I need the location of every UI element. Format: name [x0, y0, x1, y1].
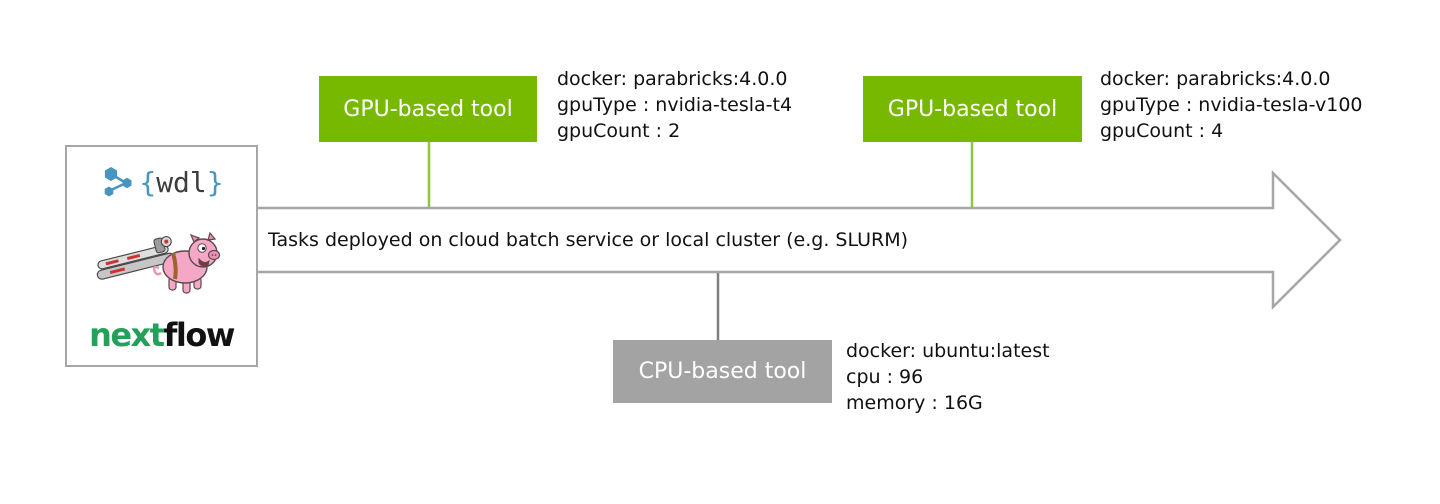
- annotation-line-gpucount: gpuCount : 4: [1100, 120, 1224, 142]
- gpu-tool-box-1-label: GPU-based tool: [343, 96, 513, 122]
- gpu-tool-box-1: GPU-based tool: [319, 76, 537, 142]
- annotation-line-gpucount: gpuCount : 2: [557, 120, 681, 142]
- wdl-logo: {wdl}: [99, 163, 224, 201]
- wdl-brace-left: {: [139, 165, 157, 199]
- gpu-tool-1-annotation: docker: parabricks:4.0.0 gpuType : nvidi…: [557, 66, 792, 144]
- annotation-line-memory: memory : 16G: [846, 392, 983, 414]
- nextflow-logo: nextflow: [89, 316, 235, 354]
- wdl-hexagon-icon: [105, 167, 132, 197]
- gpu-tool-2-annotation: docker: parabricks:4.0.0 gpuType : nvidi…: [1100, 66, 1363, 144]
- annotation-line-gputype: gpuType : nvidia-tesla-v100: [1100, 94, 1363, 116]
- gpu-tool-box-2: GPU-based tool: [863, 76, 1082, 142]
- annotation-line-docker: docker: ubuntu:latest: [846, 340, 1050, 362]
- nextflow-logo-green-part: next: [89, 316, 165, 354]
- wdl-logo-text: {wdl}: [139, 166, 223, 199]
- cpu-tool-box: CPU-based tool: [613, 340, 832, 403]
- workflow-source-box: {wdl}: [65, 145, 258, 367]
- cpu-tool-box-label: CPU-based tool: [638, 359, 807, 384]
- gpu-tool-box-2-label: GPU-based tool: [887, 96, 1058, 122]
- nextflow-logo-black-part: flow: [163, 316, 235, 354]
- wdl-brace-right: }: [206, 165, 224, 199]
- annotation-line-cpu: cpu : 96: [846, 366, 924, 388]
- annotation-line-docker: docker: parabricks:4.0.0: [557, 68, 788, 90]
- annotation-line-docker: docker: parabricks:4.0.0: [1100, 68, 1331, 90]
- cpu-tool-annotation: docker: ubuntu:latest cpu : 96 memory : …: [846, 338, 1050, 416]
- annotation-line-gputype: gpuType : nvidia-tesla-t4: [557, 94, 793, 116]
- arrow-label: Tasks deployed on cloud batch service or…: [268, 229, 909, 251]
- main-arrow-shape: [258, 169, 1342, 311]
- cromwell-pig-icon: [96, 231, 220, 294]
- wdl-word: wdl: [156, 165, 207, 199]
